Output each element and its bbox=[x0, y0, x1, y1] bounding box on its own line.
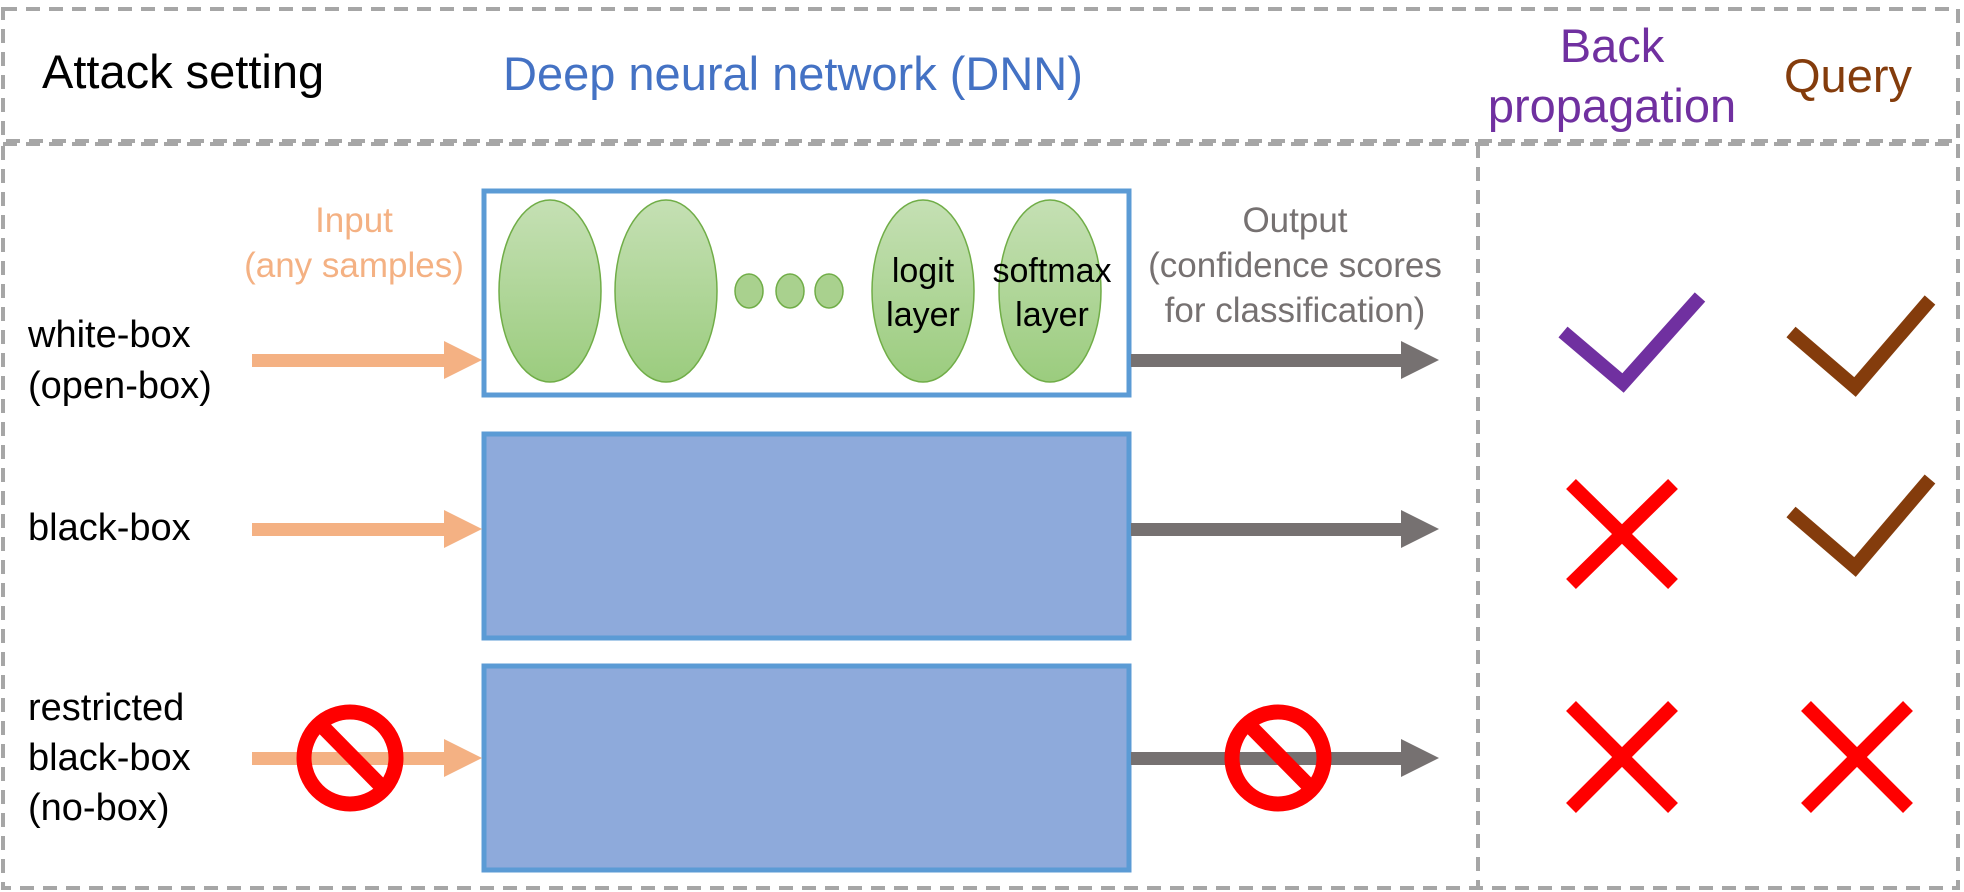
ellipsis-dot-1 bbox=[734, 273, 764, 309]
neuron-layer-2 bbox=[614, 199, 718, 383]
restricted-black-box-network bbox=[481, 663, 1132, 873]
black-box-network bbox=[481, 431, 1132, 641]
header-attack-setting: Attack setting bbox=[42, 45, 324, 98]
output-arrow-white bbox=[1131, 341, 1439, 379]
header-frame bbox=[1, 7, 1960, 143]
table-frame bbox=[1, 7, 1960, 890]
logit-layer-label-line2: layer bbox=[886, 296, 960, 334]
softmax-layer-label-line1: softmax bbox=[992, 252, 1111, 290]
prohibited-input-icon bbox=[296, 704, 404, 812]
row-black-box-label: black-box bbox=[28, 507, 191, 549]
white-box-back-propagation-check-icon bbox=[1558, 292, 1706, 393]
body-frame bbox=[1, 142, 1960, 890]
ellipsis-dot-3 bbox=[814, 273, 844, 309]
restricted-query-cross-icon bbox=[1801, 701, 1913, 813]
header-back-propagation-line2: propagation bbox=[1488, 79, 1736, 132]
prohibited-output-icon bbox=[1224, 704, 1332, 812]
header-back-propagation-line1: Back bbox=[1560, 19, 1665, 72]
restricted-back-propagation-cross-icon bbox=[1566, 701, 1678, 813]
softmax-layer bbox=[998, 199, 1102, 383]
input-label-line1: Input bbox=[315, 201, 393, 240]
output-arrow-restricted bbox=[1131, 739, 1439, 777]
input-arrow-black bbox=[252, 510, 482, 548]
logit-layer-label-line1: logit bbox=[892, 252, 955, 290]
input-label-line2: (any samples) bbox=[244, 246, 464, 285]
ellipsis-dot-2 bbox=[775, 273, 805, 309]
output-arrow-black bbox=[1131, 510, 1439, 548]
row-restricted-label-line1: restricted bbox=[28, 687, 184, 729]
logit-layer bbox=[871, 199, 975, 383]
row-restricted-label-line3: (no-box) bbox=[28, 787, 170, 829]
row-white-box-label-line2: (open-box) bbox=[28, 365, 212, 407]
header-query: Query bbox=[1784, 49, 1912, 102]
row-restricted-label-line2: black-box bbox=[28, 737, 191, 779]
black-box-back-propagation-cross-icon bbox=[1566, 479, 1678, 589]
output-label-line3: for classification) bbox=[1165, 291, 1426, 330]
input-arrow-white bbox=[252, 341, 482, 379]
output-label-line2: (confidence scores bbox=[1148, 246, 1442, 285]
output-label-line1: Output bbox=[1242, 201, 1347, 240]
row-white-box-label-line1: white-box bbox=[27, 314, 191, 356]
softmax-layer-label-line2: layer bbox=[1015, 296, 1089, 334]
header-dnn-title: Deep neural network (DNN) bbox=[503, 47, 1083, 100]
black-box-query-check-icon bbox=[1786, 474, 1936, 577]
neuron-layer-1 bbox=[498, 199, 602, 383]
white-box-query-check-icon bbox=[1786, 295, 1936, 397]
